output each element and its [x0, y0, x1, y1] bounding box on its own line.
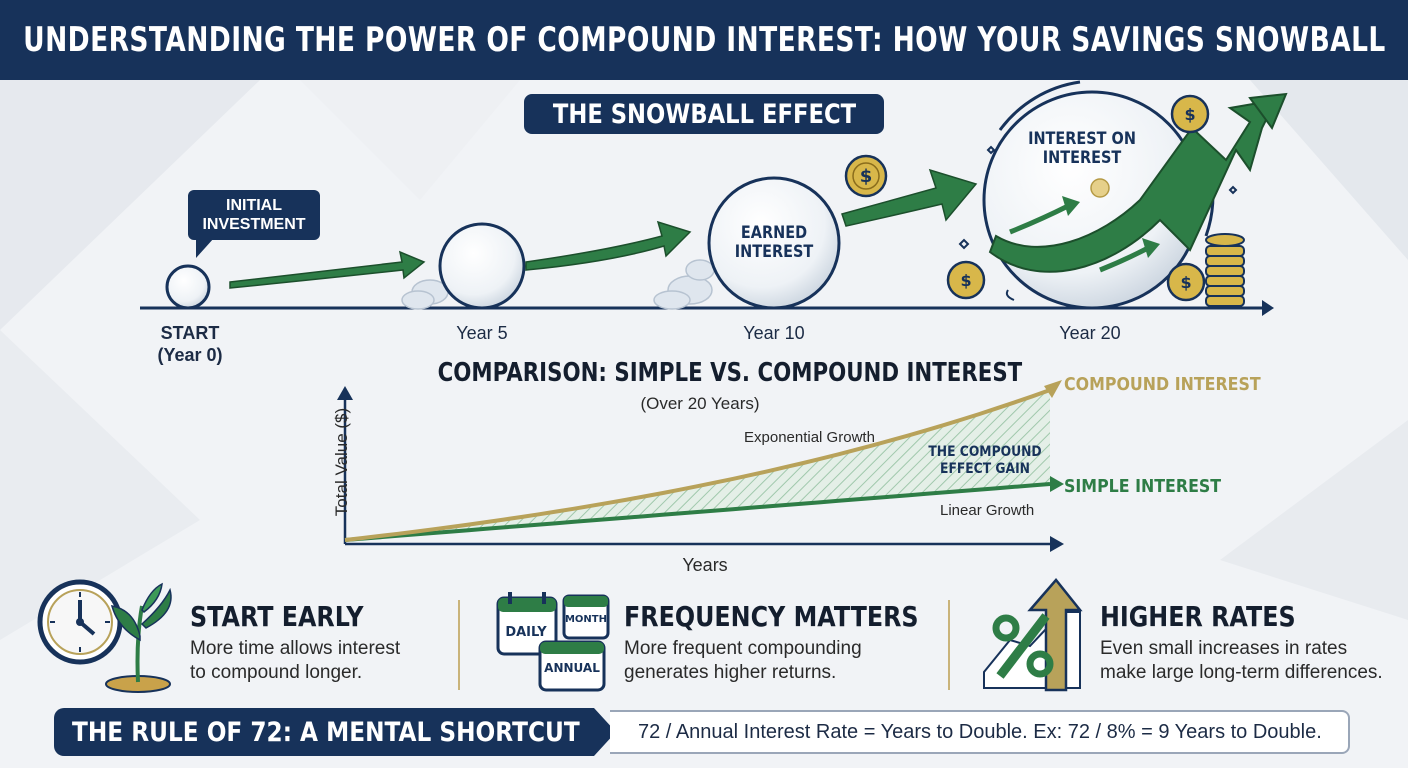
- svg-text:$: $: [1180, 273, 1191, 292]
- sparkle-icon: [958, 145, 1238, 301]
- comparison-title: COMPARISON: SIMPLE VS. COMPOUND INTEREST: [437, 358, 1023, 388]
- snowball-year-10: [707, 176, 841, 310]
- tip-frequency-matters-title: FREQUENCY MATTERS: [624, 600, 919, 633]
- svg-text:$: $: [960, 271, 971, 290]
- svg-text:$: $: [860, 166, 873, 187]
- snowball-section-title: THE SNOWBALL EFFECT: [524, 94, 884, 134]
- dollar-coin-icon: $ $ $ $: [844, 94, 1210, 302]
- rule-of-72-formula: 72 / Annual Interest Rate = Years to Dou…: [638, 720, 1322, 743]
- snowball-start: [165, 264, 211, 310]
- tip-divider: [458, 600, 460, 690]
- tip-frequency-matters: FREQUENCY MATTERS More frequent compound…: [624, 600, 971, 685]
- compound-interest-arrowhead: [1044, 380, 1062, 398]
- comparison-chart: [337, 380, 1064, 552]
- compound-growth-arrow-icon: [988, 92, 1288, 273]
- initial-investment-callout-tail: [196, 238, 214, 258]
- earned-interest-label: EARNED INTEREST: [734, 223, 814, 262]
- percent-icon: [983, 578, 1083, 692]
- tip-higher-rates: HIGHER RATES Even small increases in rat…: [1100, 600, 1383, 685]
- snowball-section-title-text: THE SNOWBALL EFFECT: [552, 98, 856, 130]
- tip-higher-rates-title: HIGHER RATES: [1100, 600, 1296, 633]
- calendar-daily-label: DAILY: [505, 625, 547, 640]
- interest-on-interest-label: INTEREST ON INTEREST: [1028, 129, 1136, 168]
- calendar-annual-label: ANNUAL: [544, 661, 600, 675]
- chart-x-axis-label: Years: [682, 555, 728, 575]
- tip-start-early-title: START EARLY: [190, 600, 364, 633]
- clock-icon: [37, 579, 123, 665]
- comparison-subtitle: (Over 20 Years): [640, 394, 760, 413]
- tip-divider: [948, 600, 950, 690]
- tip-higher-rates-text: Even small increases in rates make large…: [1100, 638, 1383, 683]
- calendar-month-label: MONTH: [565, 614, 607, 625]
- timeline-label-year-20: Year 20: [1059, 323, 1121, 343]
- page-title: UNDERSTANDING THE POWER OF COMPOUND INTE…: [22, 20, 1386, 60]
- coin-stack-icon: [1205, 233, 1245, 307]
- simple-interest-arrowhead: [1050, 476, 1064, 492]
- simple-interest-legend: SIMPLE INTEREST: [1064, 476, 1222, 497]
- compound-interest-line: [344, 388, 1051, 542]
- calendar-icon: DAILY MONTH ANNUAL: [496, 592, 610, 692]
- timeline-label-year-10: Year 10: [743, 323, 805, 343]
- timeline-label-year-5: Year 5: [456, 323, 508, 343]
- compound-interest-legend: COMPOUND INTEREST: [1064, 374, 1261, 395]
- snow-puffs: [401, 259, 715, 310]
- rule-of-72-formula-box: 72 / Annual Interest Rate = Years to Dou…: [610, 710, 1350, 754]
- linear-growth-note: Linear Growth: [940, 502, 1035, 519]
- tip-start-early-text: More time allows interest to compound lo…: [190, 638, 401, 683]
- header-banner: UNDERSTANDING THE POWER OF COMPOUND INTE…: [0, 0, 1408, 80]
- svg-text:$: $: [1184, 105, 1195, 124]
- rule-of-72-title: THE RULE OF 72: A MENTAL SHORTCUT: [72, 716, 580, 748]
- simple-interest-line: [344, 482, 1051, 542]
- chart-y-axis-label: Total Value ($): [332, 407, 351, 517]
- tip-start-early: START EARLY More time allows interest to…: [190, 600, 400, 685]
- sprout-icon: [105, 582, 172, 693]
- exponential-growth-note: Exponential Growth: [744, 429, 875, 446]
- growth-arrow-icon: [229, 168, 978, 289]
- rule-of-72-banner: THE RULE OF 72: A MENTAL SHORTCUT 72 / A…: [54, 708, 1354, 756]
- rule-of-72-title-box: THE RULE OF 72: A MENTAL SHORTCUT: [54, 708, 594, 756]
- timeline-label-start: START (Year 0): [157, 323, 223, 365]
- snowball-year-5: [438, 222, 526, 310]
- compound-effect-gain-label: THE COMPOUND EFFECT GAIN: [928, 444, 1042, 477]
- tip-frequency-matters-text: More frequent compounding generates high…: [624, 638, 862, 683]
- initial-investment-callout: INITIAL INVESTMENT: [188, 190, 320, 240]
